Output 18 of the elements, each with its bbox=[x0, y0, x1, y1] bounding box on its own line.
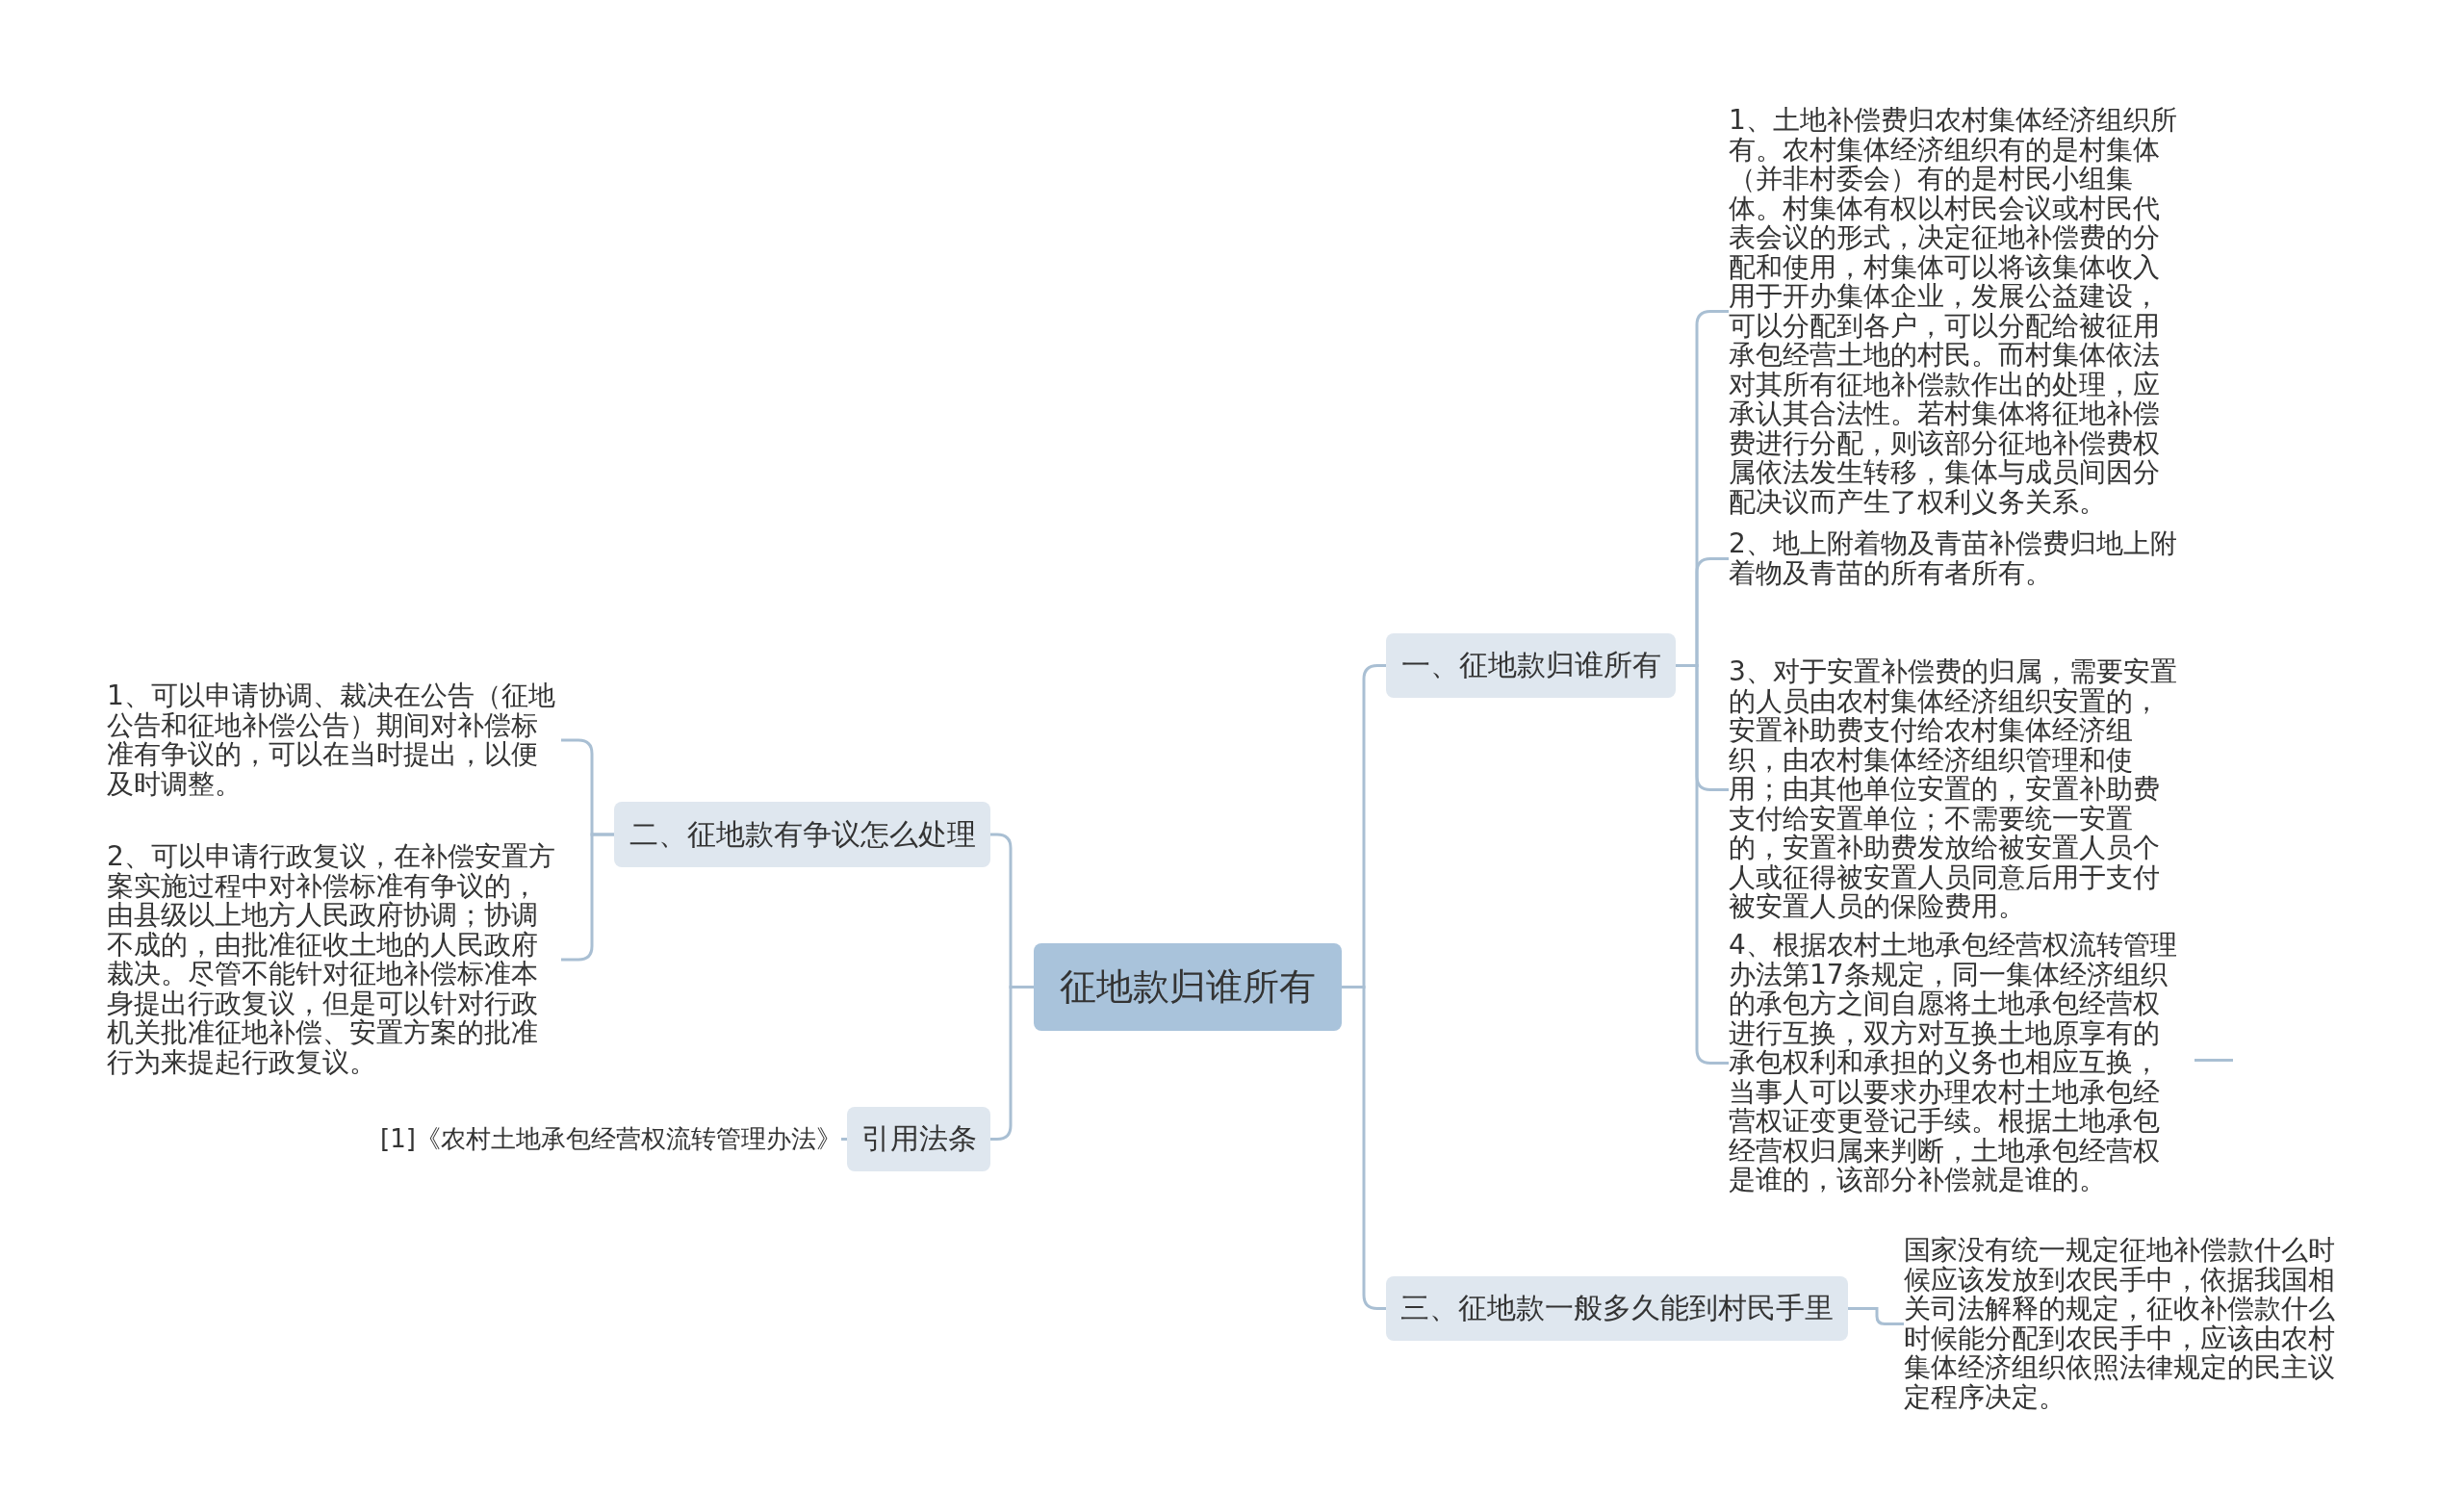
topic-box: 引用法条 bbox=[847, 1107, 990, 1171]
note-text: 4、根据农村土地承包经营权流转管理办法第17条规定，同一集体经济组织的承包方之间自愿将土地承包经营权进行互换，双方对互换土地原享有的承包权利和承担的义务也相应互换，当事人可以要求办理农村土地承包经营权证变更登记手续。根据土地承包经营权归属来判断，土地承包经营权是谁的，该部分补偿就是谁的。 bbox=[1729, 931, 2183, 1195]
central-topic-box: 征地款归谁所有 bbox=[1034, 943, 1342, 1031]
reference-text: [1]《农村土地承包经营权流转管理办法》 bbox=[380, 1122, 841, 1156]
topic-box: 二、征地款有争议怎么处理 bbox=[614, 802, 990, 867]
connector-line bbox=[990, 986, 1034, 1141]
topic-box: 三、征地款一般多久能到村民手里 bbox=[1386, 1276, 1848, 1341]
connector-line bbox=[1848, 1307, 1904, 1325]
topic-box: 一、征地款归谁所有 bbox=[1386, 633, 1676, 698]
note-text: 1、可以申请协调、裁决在公告（征地公告和征地补偿公告）期间对补偿标准有争议的，可以在当时提出，以便及时调整。 bbox=[107, 681, 561, 799]
note-text: 3、对于安置补偿费的归属，需要安置的人员由农村集体经济组织安置的，安置补助费支付给农村集体经济组织，由农村集体经济组织管理和使用；由其他单位安置的，安置补助费支付给安置单位；不需要统一安置的，安置补助费发放给被安置人员个人或征得被安置人员同意后用于支付被安置人员的保险费用。 bbox=[1729, 657, 2183, 922]
connector-line bbox=[1342, 986, 1386, 1310]
note-text: 国家没有统一规定征地补偿款什么时候应该发放到农民手中，依据我国相关司法解释的规定，征收补偿款什么时候能分配到农民手中，应该由农村集体经济组织依照法律规定的民主议定程序决定。 bbox=[1904, 1236, 2358, 1412]
note-text: 2、可以申请行政复议，在补偿安置方案实施过程中对补偿标准有争议的，由县级以上地方人民政府协调；协调不成的，由批准征收土地的人民政府裁决。尽管不能针对征地补偿标准本身提出行政复议，但是可以针对行政机关批准征地补偿、安置方案的批准行为来提起行政复议。 bbox=[107, 842, 561, 1077]
connector-line bbox=[841, 1138, 847, 1141]
connector-line bbox=[1676, 664, 1729, 1065]
note-text: 2、地上附着物及青苗补偿费归地上附着物及青苗的所有者所有。 bbox=[1729, 529, 2183, 588]
note-text: 1、土地补偿费归农村集体经济组织所有。农村集体经济组织有的是村集体（并非村委会）有的是村民小组集体。村集体有权以村民会议或村民代表会议的形式，决定征地补偿费的分配和使用，村集体可以将该集体收入用于开办集体企业，发展公益建设，可以分配到各户，可以分配给被征用承包经营土地的村民。而村集体依法对其所有征地补偿款作出的处理，应承认其合法性。若村集体将征地补偿费进行分配，则该部分征地补偿费权属依法发生转移，集体与成员间因分配决议而产生了权利义务关系。 bbox=[1729, 106, 2183, 517]
